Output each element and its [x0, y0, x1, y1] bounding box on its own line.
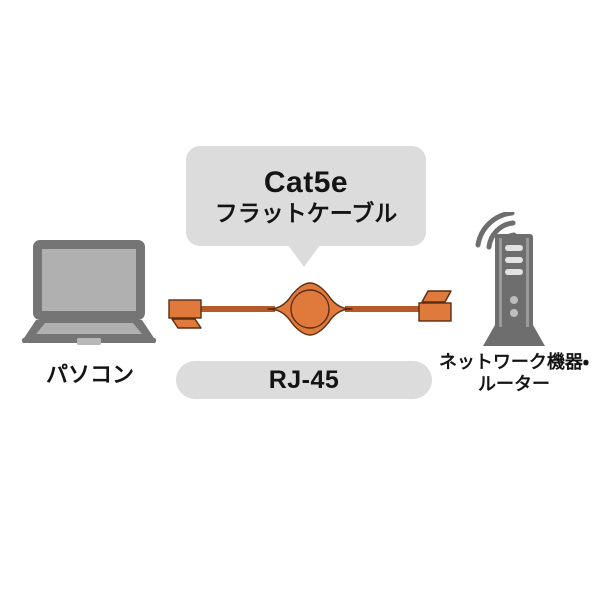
- laptop-touchpad: [77, 338, 101, 345]
- router-stripe-right: [526, 238, 529, 327]
- rj45-plug-right: [418, 302, 452, 322]
- router-base-stand: [483, 325, 545, 346]
- caption-pc: パソコン: [10, 362, 170, 388]
- caption-pc-text: パソコン: [45, 362, 134, 387]
- caption-router-line2: ルーター: [478, 373, 550, 394]
- caption-router: ネットワーク機器・ ルーター: [434, 352, 594, 395]
- cable-reel-inner-ring: [290, 289, 330, 329]
- callout-subtitle: フラットケーブル: [214, 199, 398, 226]
- retractable-ethernet-cable-icon: [168, 282, 452, 336]
- router-body: [495, 234, 533, 329]
- router-slot-1: [505, 245, 523, 251]
- wifi-arc-mid: [486, 220, 516, 250]
- rj45-plug-left: [168, 299, 202, 319]
- router-icon: [475, 212, 545, 346]
- laptop-keyboard-deck: [36, 323, 142, 334]
- callout-bubble-tail: [288, 245, 320, 267]
- callout-bubble-text: Cat5e フラットケーブル: [186, 146, 426, 246]
- rj45-label-pill: RJ-45: [176, 361, 432, 399]
- laptop-icon: [22, 240, 156, 345]
- wifi-arc-outer: [475, 212, 515, 248]
- router-led-2: [510, 309, 518, 317]
- router-stripe-left: [499, 238, 502, 327]
- laptop-screen: [42, 249, 136, 311]
- caption-router-line1: ネットワーク機器・: [438, 352, 590, 372]
- rj45-plug-right-latch: [421, 290, 452, 303]
- callout-title: Cat5e: [263, 165, 349, 199]
- router-slot-3: [505, 269, 523, 275]
- cable-segment-left: [198, 306, 275, 312]
- rj45-plug-left-latch: [171, 318, 202, 329]
- router-led-1: [510, 296, 518, 304]
- router-slot-2: [505, 257, 523, 263]
- callout-bubble: Cat5e フラットケーブル: [186, 146, 426, 246]
- cable-segment-right: [345, 306, 422, 312]
- rj45-label-text: RJ-45: [268, 365, 340, 394]
